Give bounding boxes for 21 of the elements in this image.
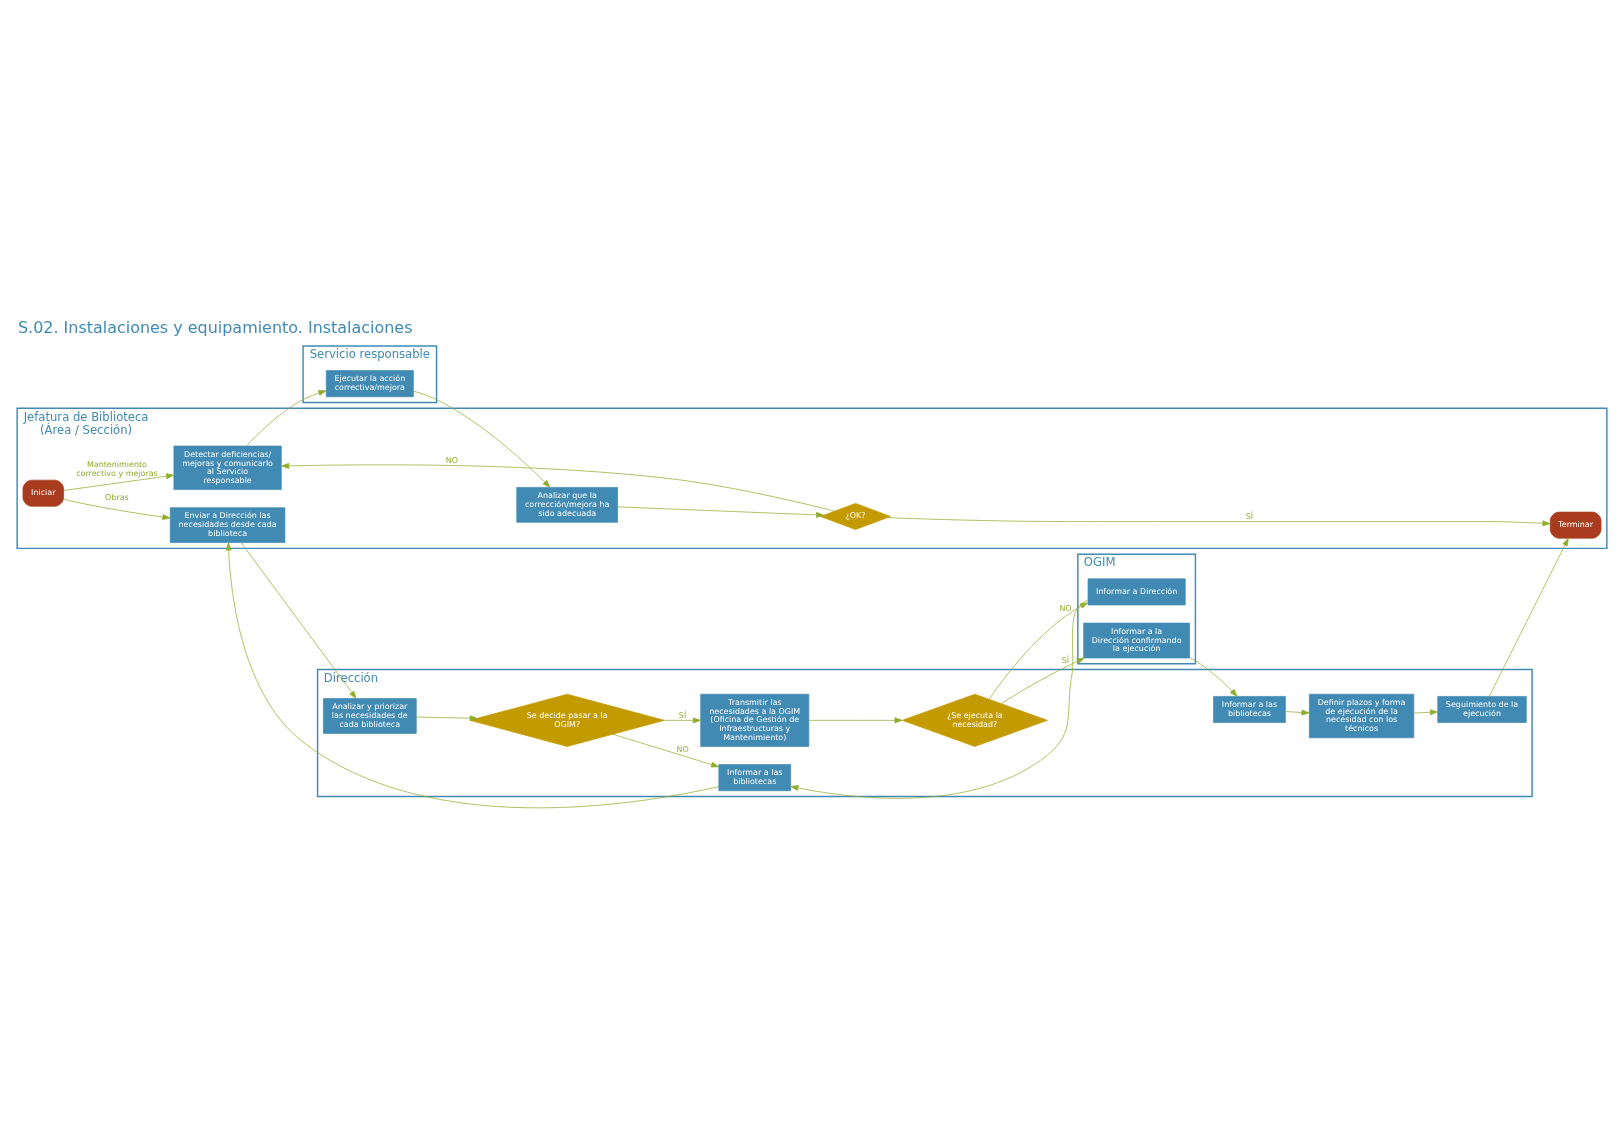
arrow — [1285, 709, 1310, 716]
arrow — [1413, 709, 1438, 716]
arrow — [1189, 657, 1238, 697]
arrow — [664, 717, 701, 724]
diagram-title: S.02. Instalaciones y equipamiento. Instalaciones — [17, 317, 413, 337]
arrow — [617, 506, 825, 518]
arrow — [612, 733, 720, 768]
arrow — [63, 498, 171, 520]
arrow — [246, 390, 327, 447]
arrow — [413, 390, 551, 488]
arrow — [1000, 657, 1085, 705]
arrow — [281, 463, 835, 512]
arrow — [240, 542, 357, 699]
arrow — [225, 542, 720, 809]
arrow — [1489, 537, 1569, 697]
arrow — [808, 717, 903, 724]
arrow — [988, 602, 1089, 700]
arrow — [790, 599, 1089, 799]
arrow — [887, 517, 1551, 527]
arrow — [63, 473, 175, 491]
arrow — [416, 715, 478, 722]
